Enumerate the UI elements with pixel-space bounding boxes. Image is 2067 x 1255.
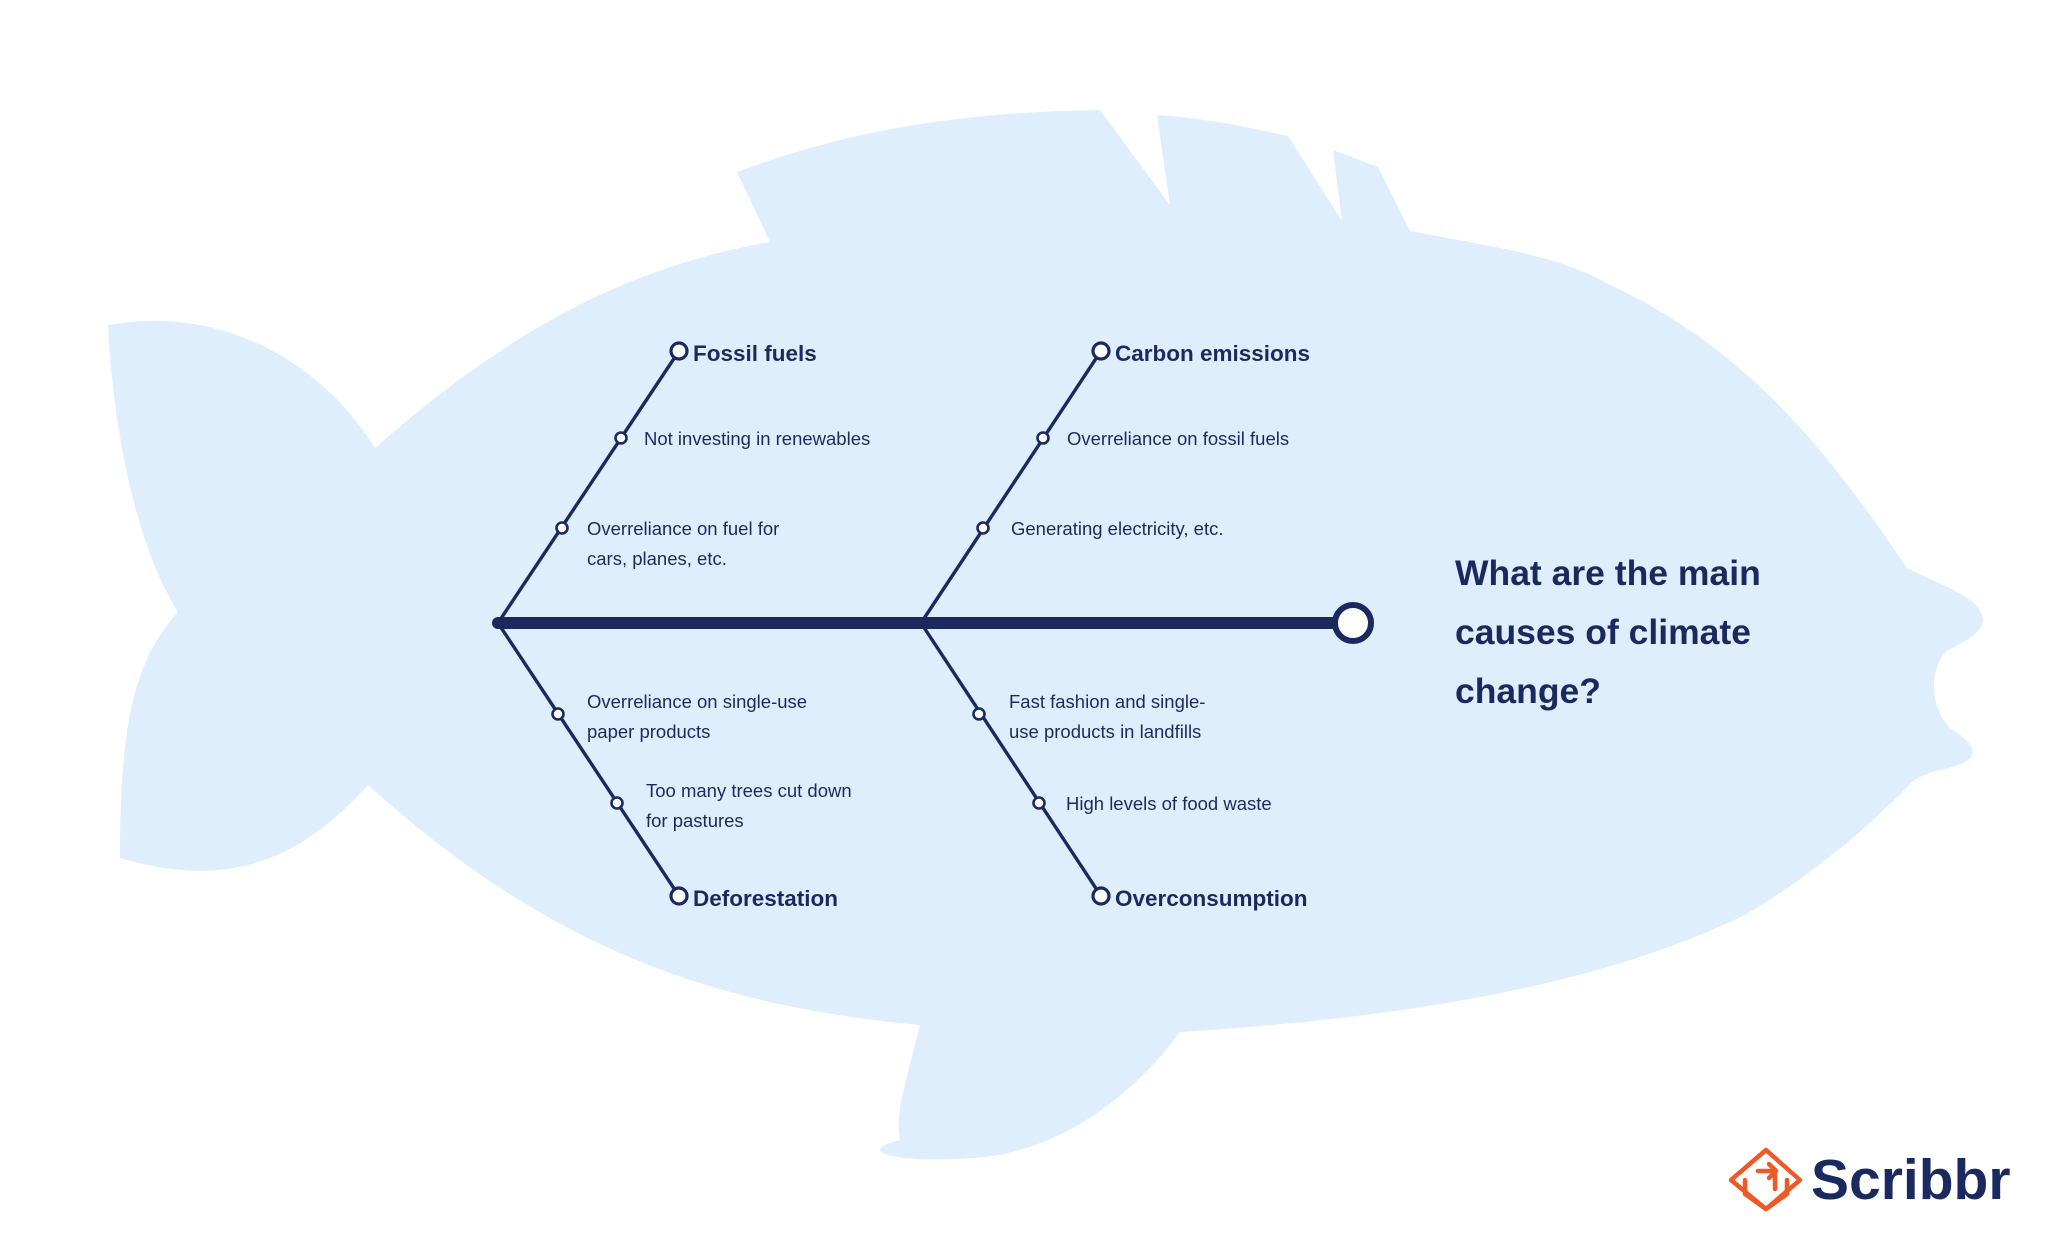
problem-statement-line: What are the main [1455,553,1761,593]
bone-overconsumption [919,621,1103,898]
problem-statement-line: change? [1455,671,1601,711]
cause-line: Fast fashion and single- [1009,691,1205,712]
cause-line: cars, planes, etc. [587,548,727,569]
cause-line: use products in landfills [1009,721,1201,742]
bone-fossil-fuels [496,349,681,625]
category-node-fossil-fuels [669,341,689,361]
category-node-deforestation [669,886,689,906]
cause-label-fossil-fuels-2: Overreliance on fuel for cars, planes, e… [587,518,784,569]
cause-line: Generating electricity, etc. [1011,518,1224,539]
cause-node-overconsumption-1 [972,707,986,721]
category-labels: Fossil fuels Carbon emissions Deforestat… [693,341,1310,911]
cause-label-carbon-emissions-1: Overreliance on fossil fuels [1067,428,1289,449]
cause-line: for pastures [646,810,744,831]
bone-deforestation [496,621,681,898]
cause-line: paper products [587,721,710,742]
cause-label-overconsumption-1: Fast fashion and single- use products in… [1009,691,1211,742]
cause-label-deforestation-1: Overreliance on single-use paper product… [587,691,812,742]
head-node [1332,602,1374,644]
cause-label-carbon-emissions-2: Generating electricity, etc. [1011,518,1224,539]
problem-statement: What are the main causes of climate chan… [1455,553,1771,711]
cause-node-fossil-fuels-1 [614,431,628,445]
cause-node-fossil-fuels-2 [555,521,569,535]
category-label-carbon-emissions: Carbon emissions [1115,341,1310,366]
cause-node-carbon-emissions-2 [976,521,990,535]
bone-carbon-emissions [919,349,1103,625]
cause-line: Overreliance on fossil fuels [1067,428,1289,449]
cause-label-overconsumption-2: High levels of food waste [1066,793,1272,814]
cause-node-deforestation-2 [610,796,624,810]
cause-line: Overreliance on single-use [587,691,807,712]
cause-label-fossil-fuels-1: Not investing in renewables [644,428,870,449]
category-nodes [669,341,1111,906]
cause-line: Too many trees cut down [646,780,852,801]
problem-statement-line: causes of climate [1455,612,1751,652]
category-node-overconsumption [1091,886,1111,906]
brand-logo: Scribbr [1728,1147,2011,1212]
cause-label-deforestation-2: Too many trees cut down for pastures [646,780,857,831]
cause-node-overconsumption-2 [1032,796,1046,810]
category-node-carbon-emissions [1091,341,1111,361]
cause-line: Overreliance on fuel for [587,518,779,539]
cause-node-carbon-emissions-1 [1036,431,1050,445]
cause-labels: Not investing in renewables Overreliance… [587,428,1289,831]
cause-node-deforestation-1 [551,707,565,721]
category-label-overconsumption: Overconsumption [1115,886,1308,911]
fish-body-shape [108,110,1983,1160]
category-label-deforestation: Deforestation [693,886,838,911]
graduation-cap-logo-icon [1728,1147,1803,1212]
cause-line: High levels of food waste [1066,793,1272,814]
cause-line: Not investing in renewables [644,428,870,449]
category-label-fossil-fuels: Fossil fuels [693,341,817,366]
brand-name: Scribbr [1811,1148,2011,1212]
fish-silhouette [108,110,1983,1160]
cause-nodes [551,431,1050,810]
bones [496,349,1103,898]
